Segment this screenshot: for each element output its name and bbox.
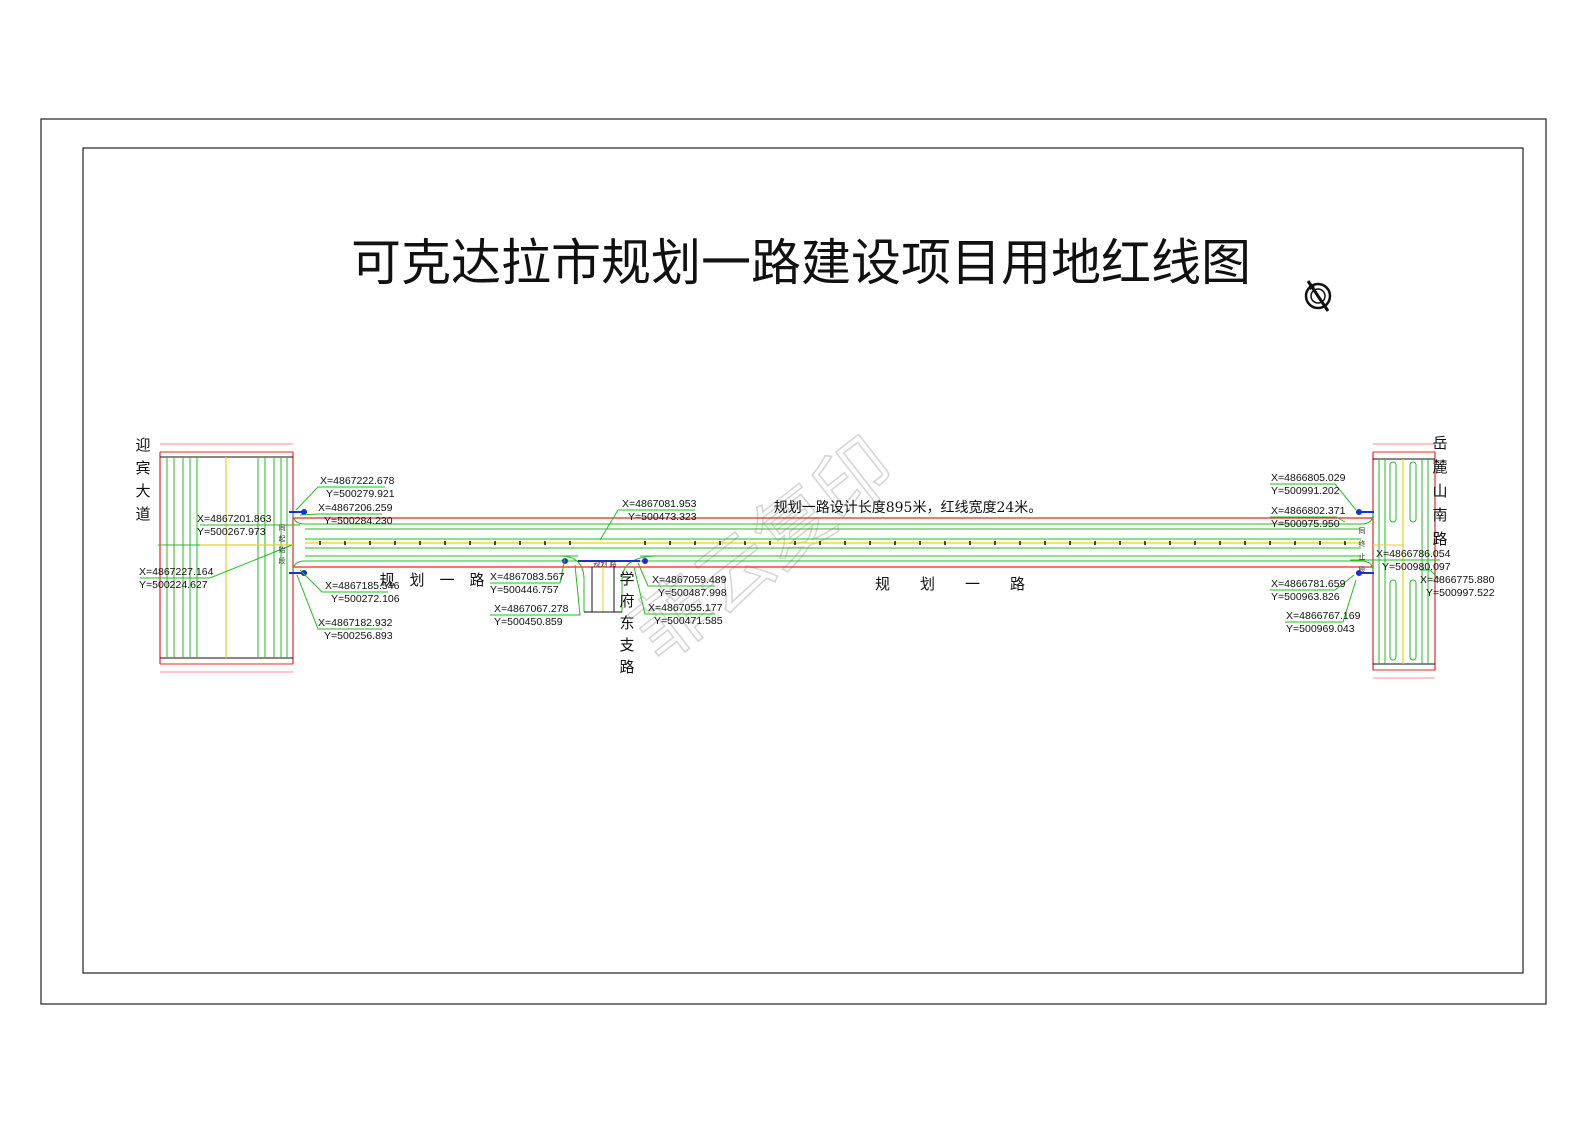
start-section-note: 同 起 始 段 — [279, 524, 286, 565]
coord-label: X=4866775.880 Y=500997.522 — [1420, 574, 1495, 599]
svg-text:Y=500997.522: Y=500997.522 — [1426, 587, 1495, 599]
north-arrow-icon — [1304, 280, 1332, 312]
svg-text:X=4867227.164: X=4867227.164 — [139, 566, 214, 578]
coordinate-labels: X=4867222.678 Y=500279.921 X=4867206.259… — [139, 472, 1495, 642]
svg-text:起: 起 — [279, 535, 286, 543]
coord-label: X=4866781.659 Y=500963.826 — [1271, 578, 1346, 603]
main-road-label-left: 规 划 一 路 — [379, 571, 484, 589]
svg-text:X=4867206.259: X=4867206.259 — [318, 502, 393, 514]
coord-label: X=4867081.953 Y=500473.323 — [622, 498, 697, 523]
coord-label: X=4866767.169 Y=500969.043 — [1286, 610, 1361, 635]
svg-text:段: 段 — [279, 556, 286, 565]
coord-label: X=4867067.278 Y=500450.859 — [494, 603, 569, 628]
svg-text:宾: 宾 — [135, 459, 150, 477]
watermark: 菲云复印 — [617, 420, 911, 677]
svg-text:同: 同 — [1359, 527, 1366, 535]
svg-text:Y=500279.921: Y=500279.921 — [326, 488, 395, 500]
svg-text:路: 路 — [619, 658, 634, 676]
svg-text:Y=500224.627: Y=500224.627 — [139, 579, 208, 591]
svg-text:X=4867081.953: X=4867081.953 — [622, 498, 697, 510]
left-cross-label: 迎 宾 大 道 — [135, 436, 150, 523]
svg-text:路: 路 — [1432, 530, 1447, 548]
leader-lines — [140, 483, 1441, 630]
coord-label: X=4867227.164 Y=500224.627 — [139, 566, 214, 591]
svg-text:Y=500284.230: Y=500284.230 — [324, 515, 393, 527]
svg-text:岳: 岳 — [1432, 434, 1447, 452]
coord-label: X=4867055.177 Y=500471.585 — [648, 602, 723, 627]
svg-text:X=4867083.567: X=4867083.567 — [490, 571, 565, 583]
coord-label: X=4867059.489 Y=500487.998 — [652, 574, 727, 599]
svg-text:段: 段 — [1359, 565, 1366, 574]
coord-label: X=4866805.029 Y=500991.202 — [1271, 472, 1346, 497]
coord-label: X=4867222.678 Y=500279.921 — [320, 475, 395, 500]
svg-text:道: 道 — [135, 505, 150, 523]
svg-text:Y=500272.106: Y=500272.106 — [331, 593, 400, 605]
svg-text:X=4866786.054: X=4866786.054 — [1376, 548, 1451, 560]
svg-text:Y=500267.973: Y=500267.973 — [197, 526, 266, 538]
svg-text:山: 山 — [1432, 482, 1447, 500]
svg-text:Y=500991.202: Y=500991.202 — [1271, 485, 1340, 497]
svg-text:X=4867055.177: X=4867055.177 — [648, 602, 723, 614]
boundary-markers — [289, 509, 1374, 576]
svg-text:X=4866775.880: X=4866775.880 — [1420, 574, 1495, 586]
right-cross-label: 岳 麓 山 南 路 — [1432, 434, 1447, 548]
svg-text:大: 大 — [135, 482, 150, 500]
coord-label: X=4866802.371 Y=500975.950 — [1271, 505, 1346, 530]
svg-text:Y=500975.950: Y=500975.950 — [1271, 518, 1340, 530]
branch-road-label: 学 府 东 支 路 — [619, 570, 634, 676]
svg-text:X=4867201.863: X=4867201.863 — [197, 513, 272, 525]
svg-text:始: 始 — [279, 545, 286, 554]
svg-text:X=4867182.932: X=4867182.932 — [318, 617, 393, 629]
coord-label: X=4867206.259 Y=500284.230 — [318, 502, 393, 527]
svg-text:Y=500446.757: Y=500446.757 — [490, 584, 559, 596]
svg-text:Y=500969.043: Y=500969.043 — [1286, 623, 1355, 635]
svg-text:南: 南 — [1432, 506, 1447, 524]
coord-label: X=4867083.567 Y=500446.757 — [490, 571, 565, 596]
svg-text:学: 学 — [619, 570, 634, 588]
end-section-note: 同 终 止 段 — [1359, 527, 1366, 574]
page-title: 可克达拉市规划一路建设项目用地红线图 — [351, 234, 1251, 292]
svg-text:府: 府 — [619, 592, 634, 610]
svg-text:终: 终 — [1359, 539, 1366, 548]
coord-label: X=4867185.546 Y=500272.106 — [325, 580, 400, 605]
outer-frame — [40, 118, 1547, 1005]
coord-label: X=4866786.054 Y=500980.097 — [1376, 548, 1451, 573]
svg-text:Y=500980.097: Y=500980.097 — [1382, 561, 1451, 573]
svg-text:X=4867059.489: X=4867059.489 — [652, 574, 727, 586]
svg-text:X=4867222.678: X=4867222.678 — [320, 475, 395, 487]
main-road-label-right: 规 划 一 路 — [875, 575, 1025, 593]
svg-text:Y=500256.893: Y=500256.893 — [324, 630, 393, 642]
svg-text:支: 支 — [619, 636, 634, 654]
svg-text:止: 止 — [1359, 552, 1366, 561]
svg-text:Y=500471.585: Y=500471.585 — [654, 615, 723, 627]
branch-road — [559, 555, 659, 613]
svg-text:X=4867067.278: X=4867067.278 — [494, 603, 569, 615]
left-cross-road — [158, 443, 294, 673]
svg-text:X=4866802.371: X=4866802.371 — [1271, 505, 1346, 517]
svg-text:同: 同 — [279, 524, 286, 532]
inner-frame — [82, 147, 1524, 974]
svg-text:Y=500450.859: Y=500450.859 — [494, 616, 563, 628]
svg-text:迎: 迎 — [135, 436, 150, 454]
svg-text:X=4866781.659: X=4866781.659 — [1271, 578, 1346, 590]
branch-top-label: 规划 路 — [593, 559, 616, 568]
svg-text:麓: 麓 — [1432, 458, 1447, 476]
svg-text:Y=500487.998: Y=500487.998 — [658, 587, 727, 599]
svg-text:X=4866767.169: X=4866767.169 — [1286, 610, 1361, 622]
coord-label: X=4867201.863 Y=500267.973 — [197, 513, 272, 538]
main-road — [292, 513, 1374, 572]
design-note: 规划一路设计长度895米，红线宽度24米。 — [774, 499, 1043, 516]
coord-label: X=4867182.932 Y=500256.893 — [318, 617, 393, 642]
svg-text:Y=500473.323: Y=500473.323 — [628, 511, 697, 523]
svg-text:Y=500963.826: Y=500963.826 — [1271, 591, 1340, 603]
svg-text:X=4866805.029: X=4866805.029 — [1271, 472, 1346, 484]
svg-text:东: 东 — [619, 614, 634, 632]
right-cross-road — [1372, 443, 1436, 679]
svg-text:X=4867185.546: X=4867185.546 — [325, 580, 400, 592]
